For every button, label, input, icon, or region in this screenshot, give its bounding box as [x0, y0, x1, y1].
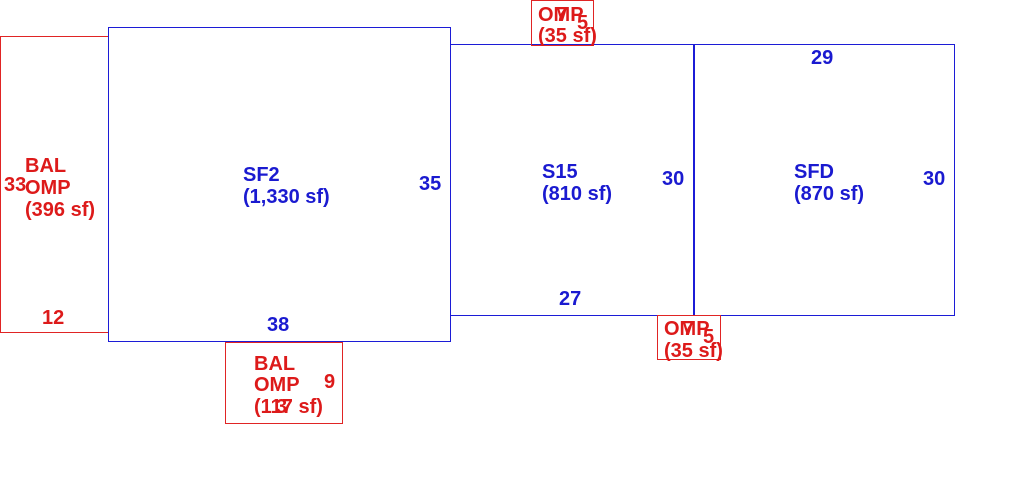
- bal-omp-bottom-code2: OMP: [254, 374, 300, 396]
- s15-right-dim: 30: [662, 168, 685, 190]
- omp-top-outline: [531, 0, 594, 46]
- omp-bottom-code: OMP: [664, 318, 710, 340]
- sf2-code: SF2: [243, 164, 280, 186]
- bal-omp-bottom-area: (117 sf): [254, 396, 323, 418]
- bal-omp-left-area: (396 sf): [25, 199, 96, 221]
- bal-omp-left-code1: BAL: [25, 155, 67, 177]
- sfd-right-dim: 30: [923, 168, 946, 190]
- bal-omp-bottom-side-dim: 9: [324, 371, 336, 393]
- bal-omp-left-bottom-dim: 12: [42, 307, 65, 329]
- omp-top-overlap-b: 5: [577, 12, 589, 34]
- sf2-right-dim: 35: [419, 173, 442, 195]
- bal-omp-left-side-dim: 33: [4, 174, 27, 196]
- bal-omp-bottom-overlap: 3: [276, 396, 288, 418]
- bal-omp-bottom-outline: [225, 342, 343, 424]
- sf2-area: (1,330 sf): [243, 186, 330, 208]
- s15-bottom-dim: 27: [559, 288, 582, 310]
- omp-top-overlap-a: 7: [556, 4, 568, 26]
- omp-bottom-overlap-a: 7: [683, 318, 695, 340]
- sfd-top-dim: 29: [811, 47, 834, 69]
- sf2-bottom-dim: 38: [267, 314, 290, 336]
- s15-area: (810 sf): [542, 183, 613, 205]
- sfd-area: (870 sf): [794, 183, 865, 205]
- sfd-outline: [693, 44, 955, 316]
- omp-top-code: OMP: [538, 4, 584, 26]
- omp-bottom-area: (35 sf): [664, 340, 723, 362]
- omp-top-area: (35 sf): [538, 25, 597, 47]
- s15-outline: [450, 44, 695, 316]
- omp-bottom-overlap-b: 5: [703, 326, 715, 348]
- omp-bottom-outline: [657, 315, 721, 360]
- sfd-code: SFD: [794, 161, 834, 183]
- bal-omp-left-code2: OMP: [25, 177, 71, 199]
- bal-omp-bottom-code1: BAL: [254, 353, 296, 375]
- s15-code: S15: [542, 161, 578, 183]
